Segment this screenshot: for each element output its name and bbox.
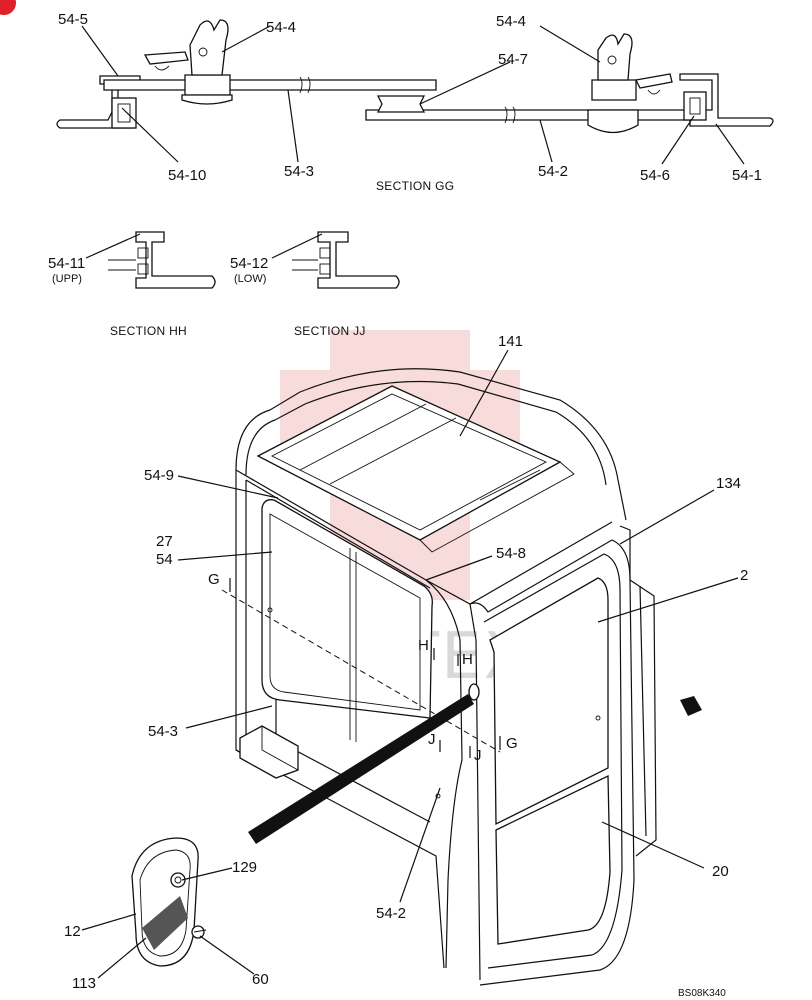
label-129: 129 [232, 859, 257, 876]
section-gg-leaders [81, 25, 745, 165]
label-113: 113 [72, 975, 96, 992]
label-54-4-left: 54-4 [266, 19, 296, 36]
label-54-10: 54-10 [168, 167, 206, 184]
corner-badge [0, 0, 16, 15]
label-54-5: 54-5 [58, 11, 88, 28]
section-gg-title: SECTION GG [376, 179, 454, 193]
label-27: 27 [156, 533, 173, 550]
label-54-7: 54-7 [498, 51, 528, 68]
label-12: 12 [64, 923, 81, 940]
section-gg-drawing [56, 19, 774, 134]
label-54-9: 54-9 [144, 467, 174, 484]
label-54-2-cab: 54-2 [376, 905, 406, 922]
label-20: 20 [712, 863, 729, 880]
label-low: (LOW) [234, 273, 266, 285]
label-54-1: 54-1 [732, 167, 762, 184]
cut-j-right: J [474, 747, 482, 764]
cab-leaders [81, 349, 739, 979]
cut-j-left: J [428, 731, 436, 748]
cut-h-right: H [462, 651, 473, 668]
label-54-11: 54-11 [48, 255, 85, 272]
drawing-code: BS08K340 [678, 988, 726, 999]
cut-g-right: G [506, 735, 518, 752]
label-2: 2 [740, 567, 748, 584]
label-54: 54 [156, 551, 173, 568]
cut-h-left: H [418, 637, 429, 654]
label-54-6: 54-6 [640, 167, 670, 184]
section-hh-title: SECTION HH [110, 324, 187, 338]
label-134: 134 [716, 475, 741, 492]
label-54-2-gg: 54-2 [538, 163, 568, 180]
label-upp: (UPP) [52, 273, 82, 285]
cab-drawing [221, 368, 702, 986]
section-jj-title: SECTION JJ [294, 324, 366, 338]
label-54-8: 54-8 [496, 545, 526, 562]
label-54-4-right: 54-4 [496, 13, 526, 30]
label-60: 60 [252, 971, 269, 988]
label-141: 141 [498, 333, 523, 350]
section-hh-drawing [85, 231, 216, 289]
label-54-3-gg: 54-3 [284, 163, 314, 180]
label-54-3-cab: 54-3 [148, 723, 178, 740]
mirror-assembly [131, 837, 207, 967]
label-54-12: 54-12 [230, 255, 268, 272]
cut-g-left: G [208, 571, 220, 588]
section-jj-drawing [271, 231, 400, 289]
